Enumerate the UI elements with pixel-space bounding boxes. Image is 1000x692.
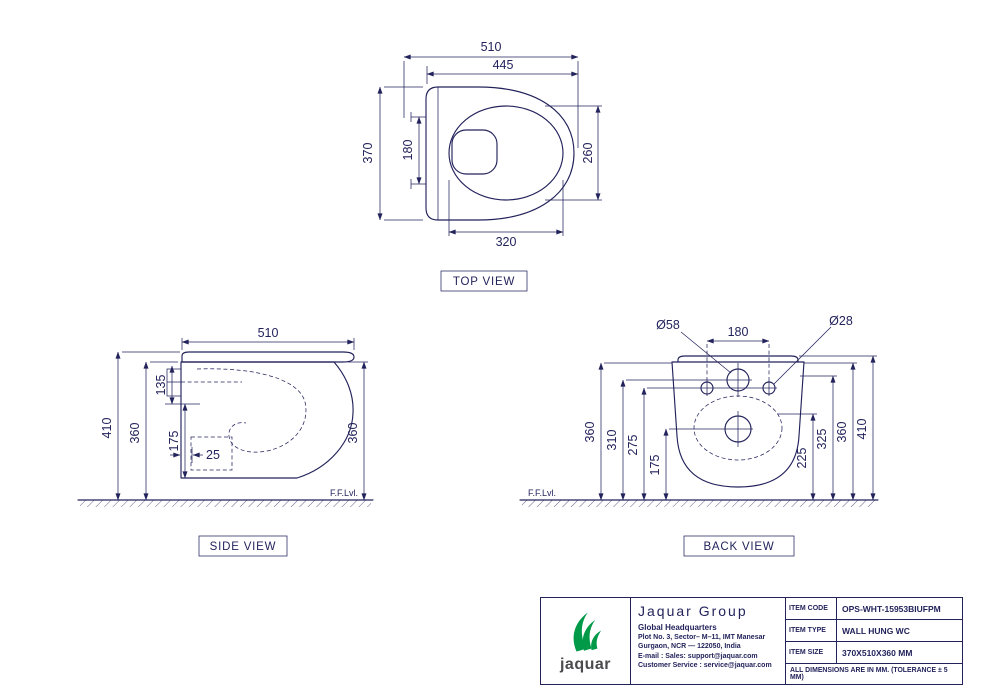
dim-text: 25: [206, 448, 220, 462]
dim-410-back: 410: [799, 355, 877, 501]
dim-445-top: 445: [426, 58, 579, 84]
dim-text: 180: [728, 325, 749, 339]
table-row: ITEM CODE OPS-WHT-15953BIUFPM: [786, 598, 962, 620]
label-box: [440, 270, 528, 292]
dim-text: 370: [361, 143, 375, 164]
dim-text: 275: [626, 435, 640, 456]
callout-dia58: Ø58: [656, 318, 732, 374]
item-type-label: ITEM TYPE: [786, 620, 837, 641]
side-view: F.F.Lvl. 510 410 360 135 175: [77, 326, 374, 557]
callout-dia28: Ø28: [773, 314, 853, 385]
dim-360-side-left: 360: [128, 361, 178, 501]
dim-510-side: 510: [181, 326, 355, 350]
item-code-value: OPS-WHT-15953BIUFPM: [842, 603, 941, 614]
water-surface-outline: [451, 129, 498, 175]
seat-lid-outline: [425, 86, 575, 221]
dim-text: 510: [258, 326, 279, 340]
item-size-value: 370X510X360 MM: [842, 647, 913, 658]
dim-text: 325: [815, 429, 829, 450]
dim-360-back-left: 360: [583, 362, 672, 501]
floor-level-text: F.F.Lvl.: [330, 488, 358, 498]
bowl-back-outline: [671, 361, 805, 488]
dim-text: Ø28: [829, 314, 853, 328]
dim-text: Ø58: [656, 318, 680, 332]
dim-text: 135: [154, 375, 168, 396]
dim-text: 410: [855, 419, 869, 440]
top-view-label: TOP VIEW: [440, 270, 528, 292]
back-view-label: BACK VIEW: [683, 535, 795, 557]
item-code-label: ITEM CODE: [786, 598, 837, 619]
dim-text: 360: [835, 422, 849, 443]
item-size-label: ITEM SIZE: [786, 642, 837, 663]
label-box: [198, 535, 288, 557]
dim-175-side: 175: [167, 403, 188, 479]
hidden-outlet-box: [190, 436, 233, 471]
item-type-value: WALL HUNG WC: [842, 625, 910, 636]
dim-310-back: 310: [605, 379, 752, 501]
dim-text: 225: [795, 448, 809, 469]
item-table: ITEM CODE OPS-WHT-15953BIUFPM ITEM TYPE …: [786, 598, 962, 684]
dim-320-top: 320: [448, 180, 564, 249]
leader-line: [680, 331, 732, 374]
dim-text: 445: [493, 58, 514, 72]
logo-cell: jaquar: [541, 598, 631, 684]
leader-line: [773, 326, 832, 385]
tolerance-note: ALL DIMENSIONS ARE IN MM. (TOLERANCE ± 5…: [790, 667, 948, 681]
back-view: F.F.Lvl. Ø58 Ø28 180 360 310 275: [519, 314, 879, 557]
dim-text: 310: [605, 430, 619, 451]
email-line: E-mail : Sales: support@jaquar.com: [638, 652, 758, 660]
title-block: jaquar Jaquar Group Global Headquarters …: [540, 597, 963, 685]
company-info-cell: Jaquar Group Global Headquarters Plot No…: [631, 598, 786, 684]
label-text: BACK VIEW: [703, 541, 774, 553]
inlet-connection: [166, 368, 182, 397]
dim-325-back: 325: [800, 375, 837, 501]
dim-text: 360: [128, 423, 142, 444]
dim-180-top: 180: [401, 116, 422, 185]
bowl-rim-outline: [448, 105, 564, 201]
dim-text: 175: [648, 455, 662, 476]
side-view-label: SIDE VIEW: [198, 535, 288, 557]
top-view: 510 445 370 180 260 320: [361, 40, 602, 292]
dim-360-back-right: 360: [804, 362, 857, 501]
dim-text: 410: [100, 418, 114, 439]
label-text: SIDE VIEW: [210, 541, 277, 553]
dim-410-side: 410: [100, 351, 180, 501]
floor-level-text: F.F.Lvl.: [528, 488, 556, 498]
dim-370-top: 370: [361, 86, 423, 221]
dim-text: 175: [167, 431, 181, 452]
dim-260-top: 260: [545, 105, 602, 201]
customer-service-line: Customer Service : service@jaquar.com: [638, 662, 772, 670]
bowl-body-profile: [180, 361, 354, 479]
dim-135-side: 135: [154, 365, 200, 405]
seat-profile: [181, 351, 355, 363]
dim-175-back: 175: [648, 428, 753, 501]
dim-275-back: 275: [626, 387, 777, 501]
floor-hatch: [522, 500, 876, 507]
jaquar-logo-icon: [573, 612, 602, 651]
dim-510-top: 510: [403, 40, 579, 148]
dim-text: 360: [346, 423, 360, 444]
dim-25-side: 25: [170, 447, 220, 463]
floor-hatch: [80, 500, 371, 507]
dim-180-back: 180: [706, 325, 770, 344]
dim-text: 260: [581, 143, 595, 164]
dim-text: 180: [401, 140, 415, 161]
hidden-bowl-interior: [196, 368, 307, 453]
label-box: [683, 535, 795, 557]
dim-text: 360: [583, 422, 597, 443]
address-line-2: Gurgaon, NCR — 122050, India: [638, 643, 741, 651]
company-name: Jaquar Group: [638, 603, 748, 619]
jaquar-wordmark: jaquar: [559, 655, 611, 673]
hq-label: Global Headquarters: [638, 623, 717, 632]
address-line-1: Plot No. 3, Sector– M–11, IMT Manesar: [638, 634, 766, 641]
label-text: TOP VIEW: [453, 276, 515, 288]
dim-225-back: 225: [778, 413, 817, 501]
dim-text: 320: [496, 235, 517, 249]
table-row: ITEM SIZE 370X510X360 MM: [786, 642, 962, 664]
table-row: ITEM TYPE WALL HUNG WC: [786, 620, 962, 642]
seat-back-edge: [677, 355, 799, 363]
dim-text: 510: [481, 40, 502, 54]
dim-360-side-right: 360: [346, 361, 368, 501]
